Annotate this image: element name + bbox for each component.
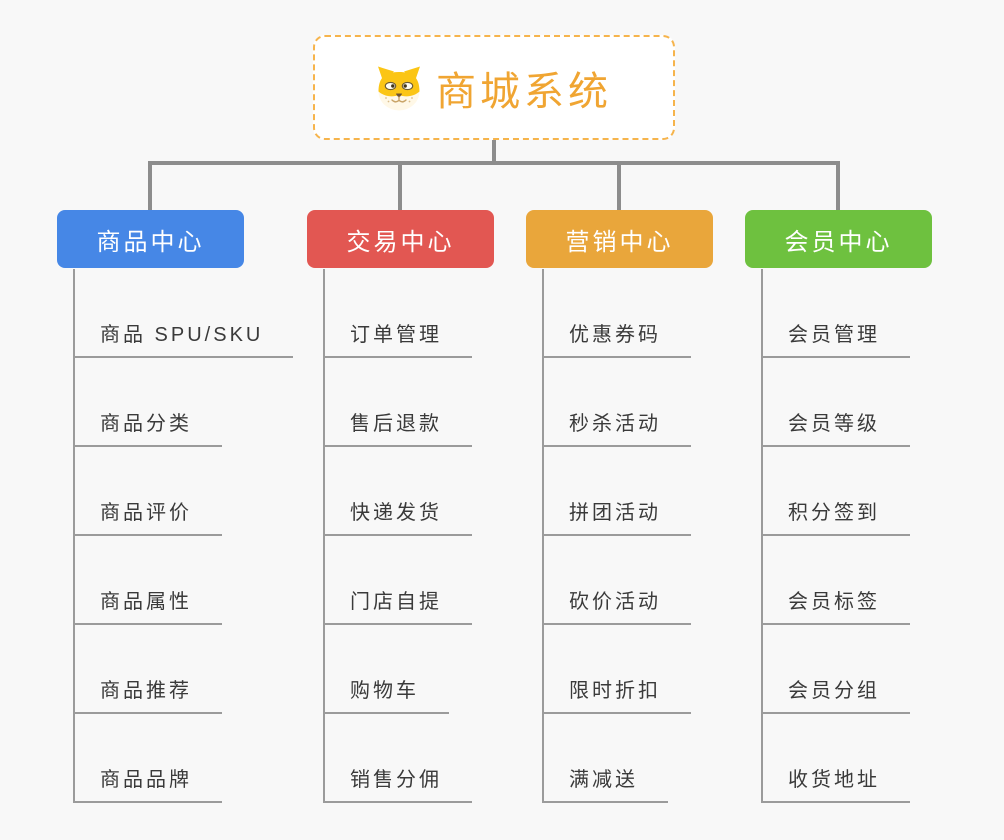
leaf-topic[interactable]: 购物车 <box>323 679 449 714</box>
branch-topic-member-center[interactable]: 会员中心 <box>745 210 932 268</box>
branch-topic-label: 商品中心 <box>96 228 205 256</box>
leaf-topic[interactable]: 商品 SPU/SKU <box>73 323 294 358</box>
leaf-topic[interactable]: 优惠券码 <box>542 323 691 358</box>
leaf-topic[interactable]: 快递发货 <box>323 501 472 536</box>
branch-topic-label: 营销中心 <box>565 228 674 256</box>
branch-topic-label: 会员中心 <box>784 228 893 256</box>
branch-topic-product-center[interactable]: 商品中心 <box>57 210 244 268</box>
horizontal-connector-line <box>148 161 840 165</box>
leaf-topic[interactable]: 销售分佣 <box>323 768 472 803</box>
branch-connector-line <box>398 161 402 210</box>
leaf-topic[interactable]: 商品评价 <box>73 501 222 536</box>
leaf-topic[interactable]: 积分签到 <box>761 501 910 536</box>
branch-connector-line <box>617 161 621 210</box>
leaf-topic[interactable]: 商品品牌 <box>73 768 222 803</box>
leaf-topic[interactable]: 门店自提 <box>323 590 472 625</box>
branch-line <box>761 269 763 803</box>
branch-line <box>323 269 325 803</box>
branch-product-center: 商品中心 商品 SPU/SKU 商品分类 商品评价 商品属性 商品推荐 商品品牌 <box>57 0 297 840</box>
leaf-topic[interactable]: 满减送 <box>542 768 668 803</box>
branch-topic-label: 交易中心 <box>346 228 455 256</box>
leaf-topic[interactable]: 收货地址 <box>761 768 910 803</box>
leaf-topic[interactable]: 会员分组 <box>761 679 910 714</box>
leaf-topic[interactable]: 商品分类 <box>73 412 222 447</box>
branch-marketing-center: 营销中心 优惠券码 秒杀活动 拼团活动 砍价活动 限时折扣 满减送 <box>526 0 766 840</box>
leaf-topic[interactable]: 会员等级 <box>761 412 910 447</box>
leaf-topic[interactable]: 砍价活动 <box>542 590 691 625</box>
branch-member-center: 会员中心 会员管理 会员等级 积分签到 会员标签 会员分组 收货地址 <box>745 0 985 840</box>
leaf-topic[interactable]: 商品属性 <box>73 590 222 625</box>
leaf-topic[interactable]: 售后退款 <box>323 412 472 447</box>
root-topic-label: 商城系统 <box>436 69 612 114</box>
leaf-topic[interactable]: 会员管理 <box>761 323 910 358</box>
leaf-topic[interactable]: 秒杀活动 <box>542 412 691 447</box>
root-connector-line <box>492 139 496 163</box>
branch-topic-marketing-center[interactable]: 营销中心 <box>526 210 713 268</box>
dog-face-icon <box>378 66 420 111</box>
root-topic[interactable]: 商城系统 <box>313 35 675 140</box>
branch-line <box>542 269 544 803</box>
branch-connector-line <box>836 161 840 210</box>
leaf-topic[interactable]: 会员标签 <box>761 590 910 625</box>
branch-trade-center: 交易中心 订单管理 售后退款 快递发货 门店自提 购物车 销售分佣 <box>307 0 547 840</box>
leaf-topic[interactable]: 订单管理 <box>323 323 472 358</box>
leaf-topic[interactable]: 商品推荐 <box>73 679 222 714</box>
branch-topic-trade-center[interactable]: 交易中心 <box>307 210 494 268</box>
leaf-topic[interactable]: 限时折扣 <box>542 679 691 714</box>
branch-line <box>73 269 75 803</box>
leaf-topic[interactable]: 拼团活动 <box>542 501 691 536</box>
branch-connector-line <box>148 161 152 210</box>
